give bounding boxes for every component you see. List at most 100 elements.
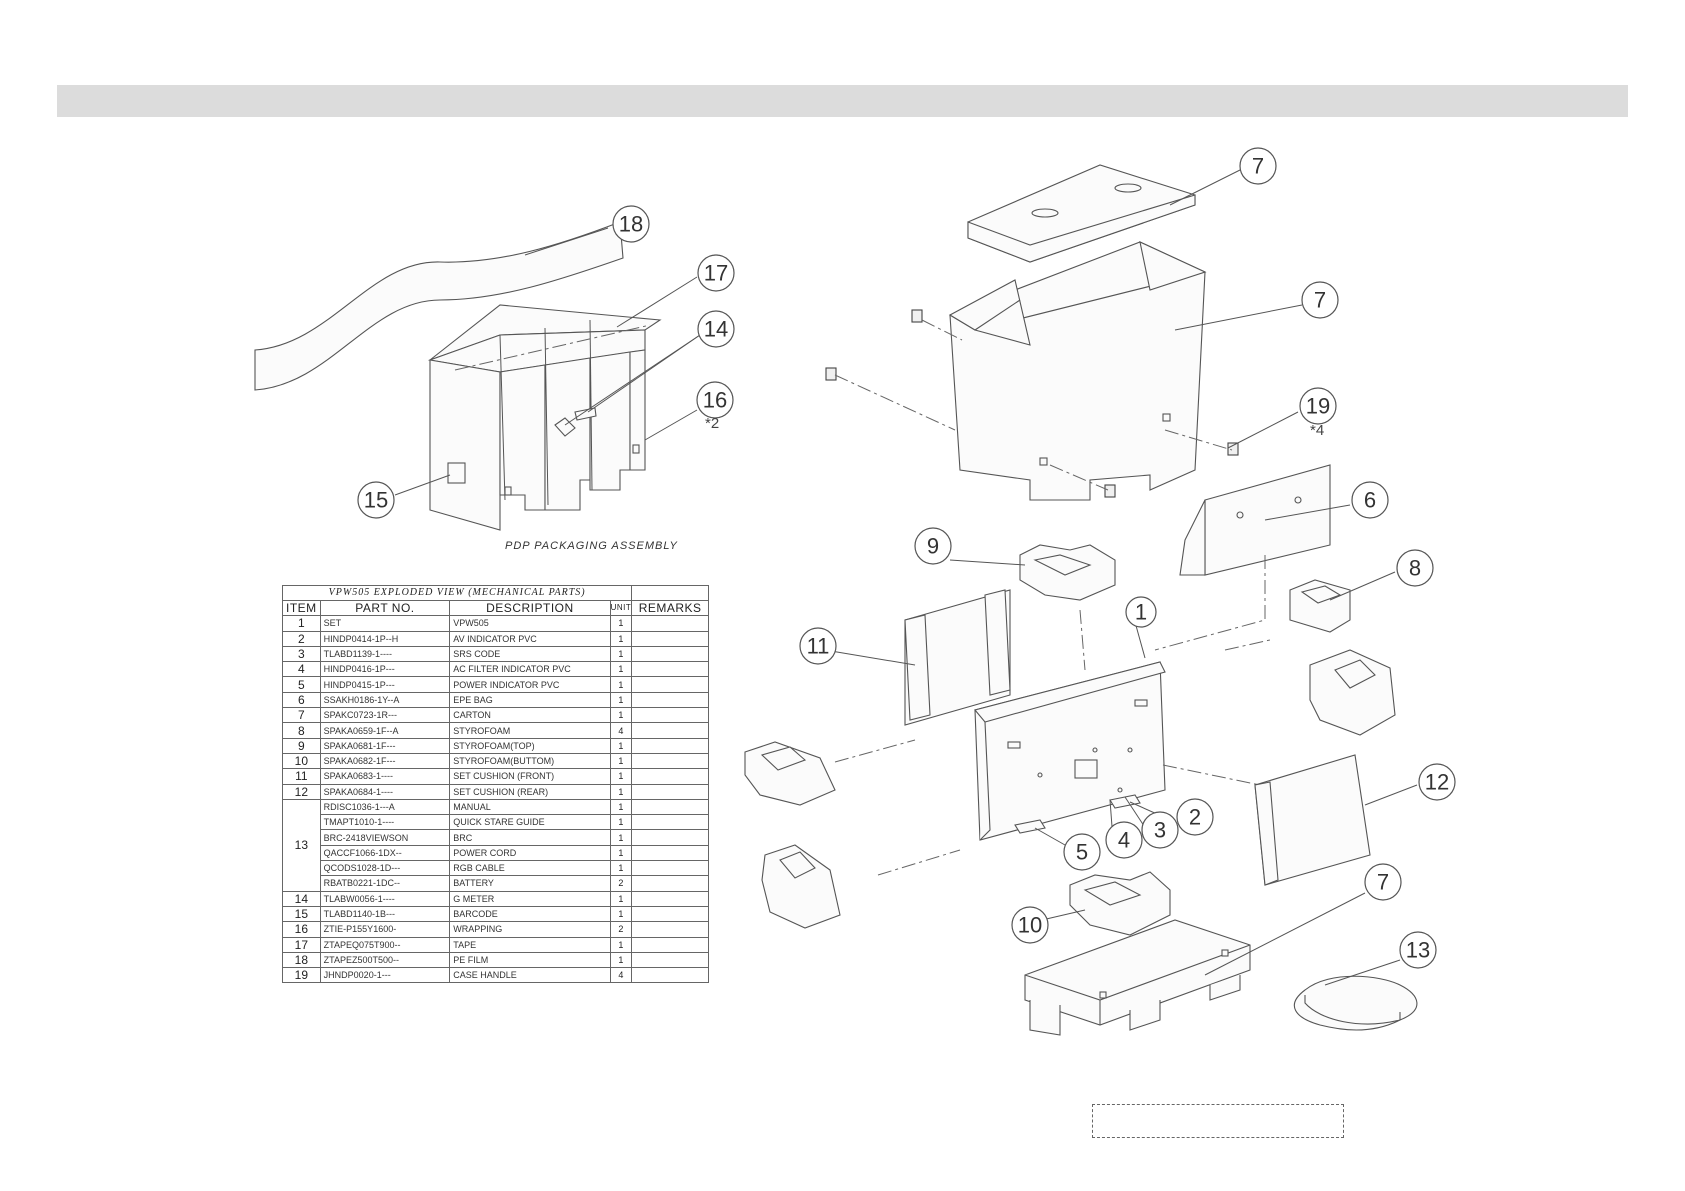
description-cell: POWER CORD [449,844,611,862]
header-part-no: PART NO. [319,599,451,617]
svg-text:19: 19 [1306,394,1330,419]
svg-text:7: 7 [1314,288,1326,313]
unit-cell: 1 [609,645,633,663]
svg-text:1: 1 [1135,600,1147,625]
callout-1: 1 [1125,596,1157,628]
svg-text:7: 7 [1252,154,1264,179]
part-number-cell: SPAKA0681-1F--- [319,737,451,754]
callout-7-lid: 7 [1239,147,1277,185]
part-number-cell: SPAKC0723-1R--- [319,707,451,724]
description-cell: AV INDICATOR PVC [449,630,611,647]
callout-12: 12 [1418,763,1456,801]
unit-cell: 1 [609,768,633,785]
unit-cell: 1 [609,661,633,678]
part-number-cell: SET [319,615,451,632]
remarks-cell [631,645,709,663]
item-number-cell: 14 [282,890,321,907]
svg-text:3: 3 [1154,818,1166,843]
item-number-cell: 11 [282,768,321,785]
description-cell: BARCODE [449,905,611,923]
svg-text:*4: *4 [1310,422,1324,439]
part-number-cell: JHNDP0020-1--- [319,967,451,984]
remarks-cell [631,905,709,923]
svg-text:11: 11 [807,634,830,659]
description-cell: STYROFOAM [449,722,611,739]
unit-cell: 1 [609,676,633,693]
set-cushion-front-drawing [904,589,1011,726]
remarks-cell [631,630,709,647]
remarks-cell [631,752,709,770]
callout-7-tray: 7 [1364,863,1402,901]
part-number-cell: ZTIE-P155Y1600- [319,921,451,938]
part-number-cell: SSAKH0186-1Y--A [319,691,451,709]
description-cell: VPW505 [449,615,611,632]
parts-list-title: VPW505 EXPLODED VIEW (MECHANICAL PARTS) [281,585,633,601]
callout-6: 6 [1351,481,1389,519]
pe-film-drawing [254,221,624,391]
remarks-cell [631,661,709,678]
unit-cell: 1 [609,707,633,724]
description-cell: WRAPPING [449,921,611,938]
epe-bag-drawing [1179,464,1331,576]
item-number-cell: 6 [282,691,321,709]
carton-body-drawing [948,241,1207,501]
svg-text:7: 7 [1377,870,1389,895]
part-number-cell: SPAKA0683-1---- [319,768,451,785]
svg-text:13: 13 [1406,938,1430,963]
unit-cell: 1 [609,752,633,770]
remarks-cell [631,936,709,953]
callout-11: 11 [799,627,837,665]
styrofoam-corner-drawing [744,579,1396,929]
part-number-cell: HINDP0415-1P--- [319,676,451,693]
remarks-cell [631,615,709,632]
parts-list-header-row: ITEM PART NO. DESCRIPTION UNIT REMARKS [282,599,709,617]
description-cell: PE FILM [449,951,611,969]
item-number-cell: 4 [282,661,321,678]
description-cell: EPE BAG [449,691,611,709]
unit-cell: 1 [609,890,633,907]
description-cell: G METER [449,890,611,907]
remarks-cell [631,691,709,709]
description-cell: CASE HANDLE [449,967,611,984]
header-band [57,85,1628,117]
part-number-cell: TMAPT1010-1---- [319,814,451,831]
carton-tray-drawing [1024,919,1251,1036]
remarks-cell [631,814,709,831]
callout-9: 9 [914,527,952,565]
remarks-cell [631,875,709,892]
callout-19: 19 *4 [1299,387,1337,439]
part-number-cell: RBATB0221-1DC-- [319,875,451,892]
parts-list-title-blank [631,585,709,601]
svg-text:18: 18 [619,212,643,237]
remarks-cell [631,921,709,938]
case-handle-drawing [825,309,1239,498]
unit-cell: 1 [609,936,633,953]
description-cell: AC FILTER INDICATOR PVC [449,661,611,678]
item-number-cell: 2 [282,630,321,647]
item-number-cell: 18 [282,951,321,969]
item-number-cell: 7 [282,707,321,724]
svg-text:2: 2 [1189,805,1201,830]
part-number-cell: BRC-2418VIEWSON [319,829,451,846]
description-cell: BRC [449,829,611,846]
header-description: DESCRIPTION [449,599,611,617]
svg-text:17: 17 [704,261,728,286]
remarks-cell [631,860,709,877]
unit-cell: 4 [609,967,633,984]
description-cell: POWER INDICATOR PVC [449,676,611,693]
unit-cell: 1 [609,783,633,800]
part-number-cell: TLABD1139-1---- [319,645,451,663]
svg-text:12: 12 [1425,770,1449,795]
